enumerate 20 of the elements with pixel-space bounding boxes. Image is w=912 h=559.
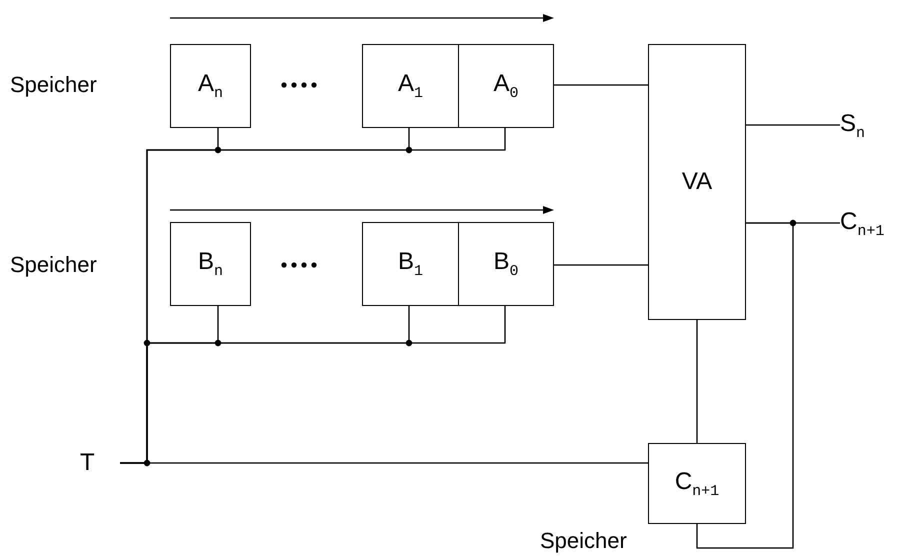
register-cell: A$_{1}$	[362, 44, 459, 128]
register-cell: A$_{0}$	[458, 44, 554, 128]
connection-line	[554, 84, 648, 86]
register-label: Speicher	[10, 72, 97, 98]
connection-line	[696, 222, 794, 549]
connection-line	[554, 264, 648, 266]
register-cell: B$_{n}$	[170, 222, 251, 306]
register-cell: A$_{n}$	[170, 44, 251, 128]
output-label: S$_{n}$	[840, 108, 880, 144]
connection-line	[120, 462, 648, 464]
connection-line	[696, 320, 698, 443]
register-label: Speicher	[10, 252, 97, 278]
adder-block: VA	[648, 44, 746, 320]
register-label: Speicher	[540, 528, 627, 554]
register-cell: B$_{0}$	[458, 222, 554, 306]
output-label: C$_{n+1}$	[840, 206, 910, 242]
connection-line	[746, 124, 840, 126]
carry-register: C$_{n+1}$	[648, 443, 746, 524]
input-label: T	[80, 445, 120, 481]
register-cell: B$_{1}$	[362, 222, 459, 306]
